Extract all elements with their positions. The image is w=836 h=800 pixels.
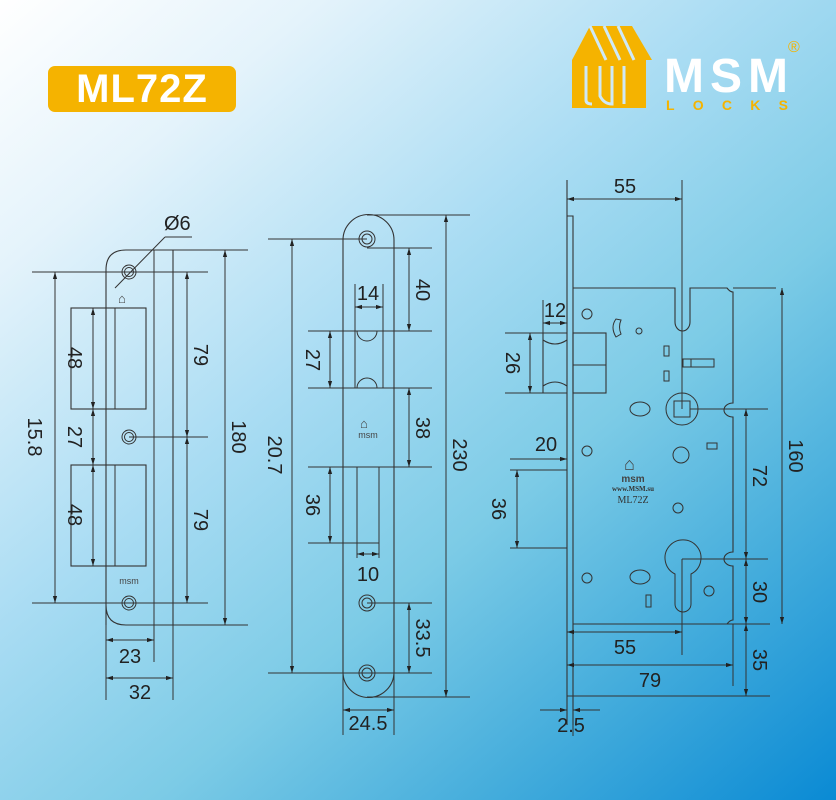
dim-20: 20 bbox=[535, 434, 557, 456]
plate-logo-icon: ⌂ bbox=[118, 291, 126, 306]
dim-27: 27 bbox=[301, 349, 323, 371]
dim-20-7: 20.7 bbox=[263, 436, 285, 475]
face-plate: ⌂ msm 14 40 27 38 36 10 20.7 230 33.5 24… bbox=[263, 213, 470, 735]
body-model: ML72Z bbox=[617, 495, 648, 506]
dim-10: 10 bbox=[357, 564, 379, 586]
dim-36: 36 bbox=[301, 494, 323, 516]
msm-logo: MSM LOCKS ® bbox=[572, 25, 800, 113]
registered-mark: ® bbox=[788, 39, 800, 56]
dim-230: 230 bbox=[448, 438, 470, 471]
dim-24-5: 24.5 bbox=[349, 713, 388, 735]
dim-79-top: 79 bbox=[189, 344, 211, 366]
dim-12: 12 bbox=[544, 300, 566, 322]
dim-2-5: 2.5 bbox=[557, 715, 585, 737]
dim-35: 35 bbox=[748, 649, 770, 671]
dim-23: 23 bbox=[119, 646, 141, 668]
dim-40: 40 bbox=[411, 279, 433, 301]
dim-72: 72 bbox=[748, 465, 770, 487]
dim-32: 32 bbox=[129, 682, 151, 704]
dim-30: 30 bbox=[748, 581, 770, 603]
dim-33-5: 33.5 bbox=[411, 619, 433, 658]
dim-160: 160 bbox=[784, 439, 806, 472]
dim-48-bottom: 48 bbox=[63, 504, 85, 526]
plate-logo-icon: ⌂ bbox=[360, 416, 368, 431]
dim-hole: Ø6 bbox=[164, 213, 191, 235]
plate-logo-text: msm bbox=[119, 576, 139, 586]
dim-27: 27 bbox=[63, 426, 85, 448]
body-logo-text: msm bbox=[621, 474, 644, 485]
brand-name: MSM bbox=[664, 50, 788, 103]
dim-15-8: 15.8 bbox=[23, 418, 45, 457]
dim-26: 26 bbox=[501, 352, 523, 374]
dim-38: 38 bbox=[411, 417, 433, 439]
dim-55-top: 55 bbox=[614, 176, 636, 198]
model-badge: ML72Z bbox=[48, 66, 236, 112]
body-url: www.MSM.su bbox=[612, 485, 654, 493]
brand-sub: LOCKS bbox=[666, 97, 788, 113]
dim-36: 36 bbox=[487, 498, 509, 520]
dim-79-bottom: 79 bbox=[189, 509, 211, 531]
strike-plate: ⌂ msm Ø6 15.8 48 27 48 79 79 180 23 32 bbox=[23, 213, 249, 704]
dim-14: 14 bbox=[357, 283, 379, 305]
lock-body: ⌂ msm www.MSM.su ML72Z 55 12 26 20 36 72… bbox=[487, 176, 806, 737]
dim-180: 180 bbox=[227, 420, 249, 453]
dim-79: 79 bbox=[639, 670, 661, 692]
dim-48-top: 48 bbox=[63, 347, 85, 369]
plate-logo-text: msm bbox=[358, 430, 378, 440]
body-logo-icon: ⌂ bbox=[624, 454, 635, 474]
dim-55-bottom: 55 bbox=[614, 637, 636, 659]
